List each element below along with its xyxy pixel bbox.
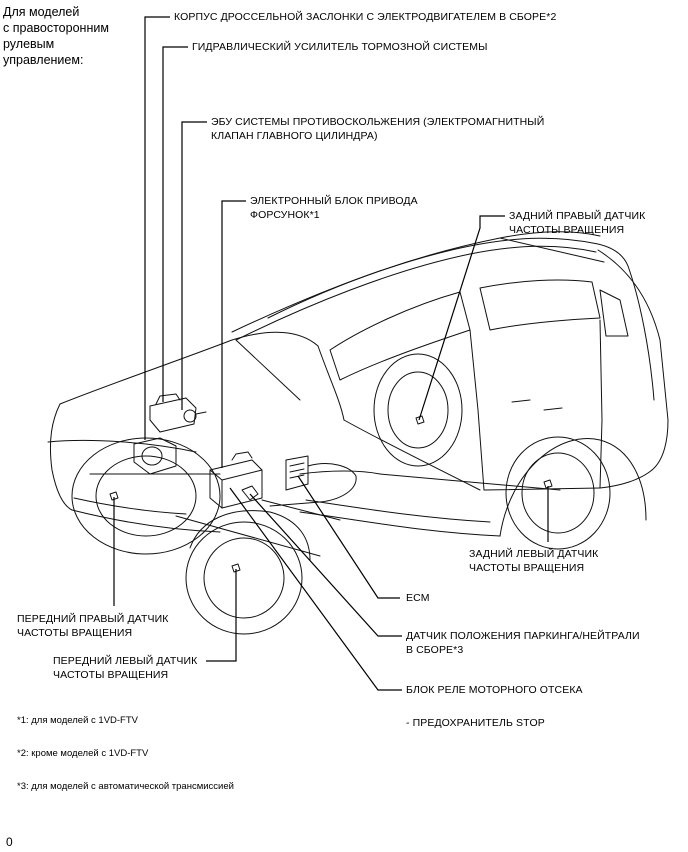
label-rear-right-sensor: ЗАДНИЙ ПРАВЫЙ ДАТЧИК ЧАСТОТЫ ВРАЩЕНИЯ <box>509 210 646 236</box>
label-brake-booster: ГИДРАВЛИЧЕСКИЙ УСИЛИТЕЛЬ ТОРМОЗНОЙ СИСТЕ… <box>192 41 488 53</box>
transmission-component <box>261 463 357 521</box>
leader-ecm <box>297 475 400 599</box>
label-front-right-sensor: ПЕРЕДНИЙ ПРАВЫЙ ДАТЧИК ЧАСТОТЫ ВРАЩЕНИЯ <box>17 613 169 639</box>
page-marker: 0 <box>6 835 13 849</box>
throttle-body-component <box>133 437 177 475</box>
leader-rear-right-sensor <box>418 215 505 421</box>
label-front-left-sensor: ПЕРЕДНИЙ ЛЕВЫЙ ДАТЧИК ЧАСТОТЫ ВРАЩЕНИЯ <box>53 655 198 681</box>
leader-relay-block <box>229 487 402 691</box>
label-ecm: ECM <box>406 592 430 604</box>
label-throttle-body: КОРПУС ДРОССЕЛЬНОЙ ЗАСЛОНКИ С ЭЛЕКТРОДВИ… <box>174 11 557 23</box>
front-right-speed-sensor <box>109 491 119 501</box>
rear-left-speed-sensor <box>543 479 553 489</box>
diagram-heading: Для моделей с правосторонним рулевым упр… <box>3 5 109 67</box>
label-relay-block: БЛОК РЕЛЕ МОТОРНОГО ОТСЕКА <box>406 684 583 696</box>
brake-booster-component <box>149 393 207 433</box>
label-rear-left-sensor: ЗАДНИЙ ЛЕВЫЙ ДАТЧИК ЧАСТОТЫ ВРАЩЕНИЯ <box>469 548 599 574</box>
leader-abs-ecu <box>181 121 207 410</box>
front-left-speed-sensor <box>231 563 241 573</box>
leader-injector-driver <box>221 200 246 468</box>
footnote-3: *3: для моделей с автоматической трансми… <box>17 781 234 792</box>
footnote-2: *2: кроме моделей с 1VD-FTV <box>17 748 149 759</box>
label-park-neutral-switch: ДАТЧИК ПОЛОЖЕНИЯ ПАРКИНГА/НЕЙТРАЛИ В СБО… <box>406 630 640 656</box>
label-abs-ecu: ЭБУ СИСТЕМЫ ПРОТИВОСКОЛЬЖЕНИЯ (ЭЛЕКТРОМА… <box>211 116 545 142</box>
vehicle-body <box>47 231 669 635</box>
label-injector-driver: ЭЛЕКТРОННЫЙ БЛОК ПРИВОДА ФОРСУНОК*1 <box>250 195 418 221</box>
leader-park-neutral <box>249 493 402 637</box>
leader-brake-booster <box>162 46 188 402</box>
leader-throttle-body <box>144 16 170 440</box>
leader-front-left-sensor <box>206 569 237 662</box>
label-stop-fuse: - ПРЕДОХРАНИТЕЛЬ STOP <box>406 717 545 729</box>
park-neutral-switch-component <box>241 485 259 501</box>
leader-lines <box>113 16 549 691</box>
ecm-component <box>285 455 309 491</box>
footnote-1: *1: для моделей с 1VD-FTV <box>17 715 138 726</box>
relay-block-component <box>209 451 263 509</box>
